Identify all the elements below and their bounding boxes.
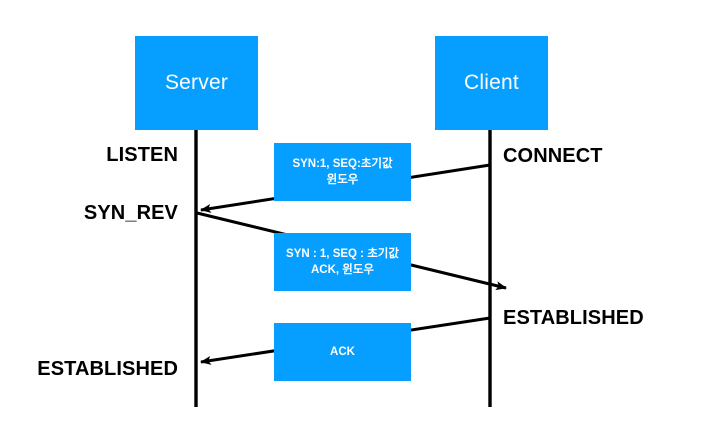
state-text-syn-rev: SYN_REV [83, 202, 178, 224]
state-label-client-connect: CONNECT [503, 145, 603, 168]
message-box-syn[interactable]: SYN:1, SEQ:초기값 윈도우 [274, 143, 411, 201]
participant-box-client[interactable]: Client [435, 36, 548, 130]
message-label-syn: SYN:1, SEQ:초기값 윈도우 [292, 158, 393, 186]
message-label-syn-ack: SYN : 1, SEQ : 초기값 ACK, 윈도우 [286, 248, 399, 276]
message-label-ack: ACK [330, 346, 355, 358]
state-text-client-established: ESTABLISHED [503, 307, 644, 329]
state-label-server-listen: LISTEN [0, 144, 178, 167]
state-label-client-established: ESTABLISHED [503, 307, 644, 330]
state-label-server-syn-rev: SYN_REV [0, 202, 178, 225]
participant-label-server: Server [164, 71, 229, 94]
state-label-server-established: ESTABLISHED [0, 358, 178, 381]
state-text-connect: CONNECT [503, 145, 603, 167]
message-box-ack[interactable]: ACK [274, 323, 411, 381]
participant-label-client: Client [464, 71, 519, 94]
message-box-syn-ack[interactable]: SYN : 1, SEQ : 초기값 ACK, 윈도우 [274, 233, 411, 291]
state-text-listen: LISTEN [106, 144, 178, 166]
state-text-server-established: ESTABLISHED [37, 358, 178, 380]
participant-box-server[interactable]: Server [135, 36, 258, 130]
